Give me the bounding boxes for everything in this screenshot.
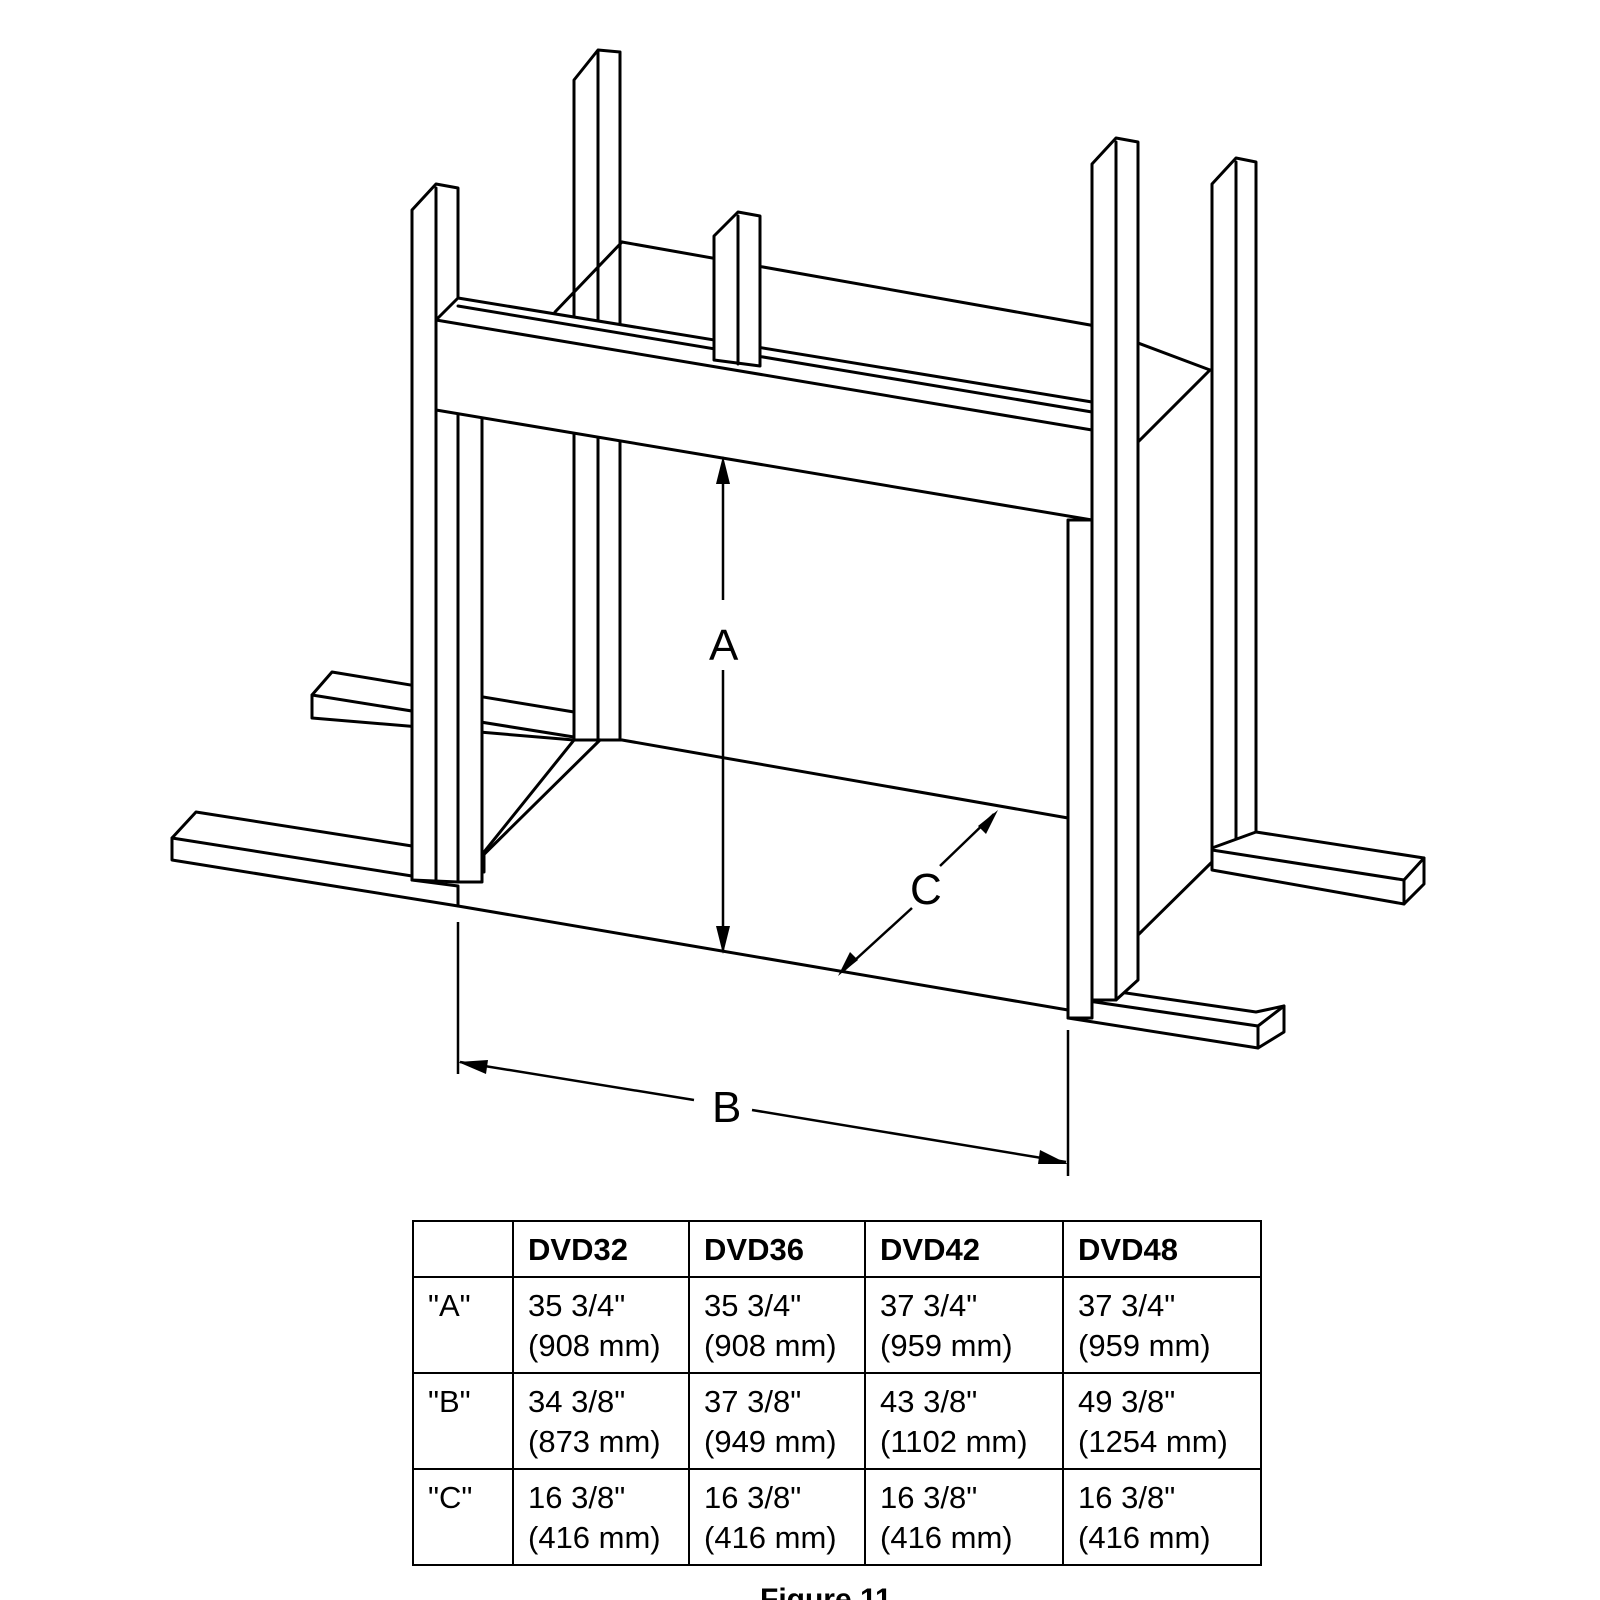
dimension-a: A — [709, 456, 739, 954]
label-b: B — [712, 1083, 741, 1132]
table-row: "A" 35 3/4"(908 mm) 35 3/4"(908 mm) 37 3… — [412, 1276, 1262, 1374]
front-right-stud — [1090, 136, 1140, 1002]
table-cell: 35 3/4"(908 mm) — [688, 1276, 866, 1374]
dimension-b: B — [456, 922, 1070, 1176]
row-label-b: "B" — [412, 1372, 514, 1470]
front-left-stud — [410, 182, 460, 884]
header-cell-dvd48: DVD48 — [1062, 1220, 1262, 1278]
table-cell: 16 3/8"(416 mm) — [512, 1468, 690, 1566]
dimension-c: C — [838, 810, 998, 976]
left-jack-stud — [456, 408, 484, 884]
table-cell: 37 3/8"(949 mm) — [688, 1372, 866, 1470]
header-cell-dvd36: DVD36 — [688, 1220, 866, 1278]
header-cell-dvd42: DVD42 — [864, 1220, 1064, 1278]
header-cell-dvd32: DVD32 — [512, 1220, 690, 1278]
front-right-floor-plate — [1066, 986, 1286, 1050]
rear-header — [553, 240, 1212, 372]
figure-caption: Figure 11 — [760, 1583, 892, 1600]
table-cell: 34 3/8"(873 mm) — [512, 1372, 690, 1470]
table-cell: 37 3/4"(959 mm) — [1062, 1276, 1262, 1374]
dimension-table: DVD32 DVD36 DVD42 DVD48 "A" 35 3/4"(908 … — [412, 1220, 1262, 1566]
rear-right-floor-plate — [1210, 830, 1426, 906]
label-a: A — [709, 621, 739, 670]
table-cell: 16 3/8"(416 mm) — [864, 1468, 1064, 1566]
table-cell: 35 3/4"(908 mm) — [512, 1276, 690, 1374]
framing-diagram: A C B — [170, 48, 1426, 1176]
right-side-wall — [1136, 368, 1214, 937]
center-cripple-stud — [712, 210, 762, 368]
rear-right-stud — [1210, 156, 1258, 850]
table-cell: 16 3/8"(416 mm) — [1062, 1468, 1262, 1566]
table-row: "C" 16 3/8"(416 mm) 16 3/8"(416 mm) 16 3… — [412, 1468, 1262, 1566]
table-cell: 43 3/8"(1102 mm) — [864, 1372, 1064, 1470]
front-header — [434, 296, 1094, 522]
table-row: "B" 34 3/8"(873 mm) 37 3/8"(949 mm) 43 3… — [412, 1372, 1262, 1470]
row-label-c: "C" — [412, 1468, 514, 1566]
table-cell: 49 3/8"(1254 mm) — [1062, 1372, 1262, 1470]
header-cell-blank — [412, 1220, 514, 1278]
right-jack-stud — [1066, 518, 1094, 1020]
row-label-a: "A" — [412, 1276, 514, 1374]
table-cell: 37 3/4"(959 mm) — [864, 1276, 1064, 1374]
table-cell: 16 3/8"(416 mm) — [688, 1468, 866, 1566]
back-floor-edge — [456, 738, 1070, 882]
table-header-row: DVD32 DVD36 DVD42 DVD48 — [412, 1220, 1262, 1278]
front-floor-edge — [456, 904, 1070, 1012]
label-c: C — [910, 865, 942, 914]
